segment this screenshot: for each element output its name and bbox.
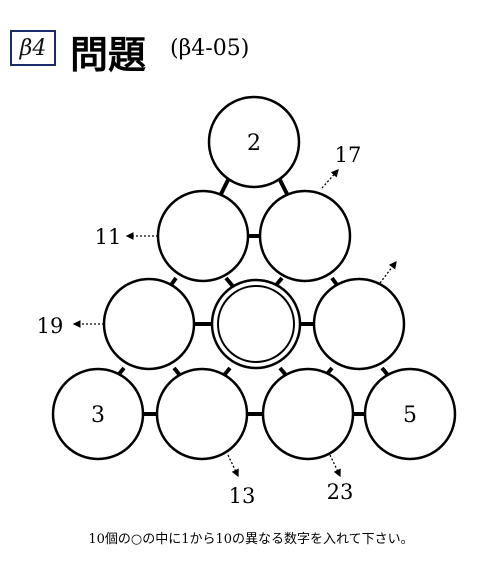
clue-19: 19 [37,314,64,338]
clue-11: 11 [95,225,122,249]
arrow-23 [329,454,341,478]
circle-row2-right [258,189,352,283]
circle-row4-1 [51,367,145,461]
problem-code: (β4-05) [170,36,250,61]
circle-row2-left [156,189,250,283]
clue-numbers: 17 11 19 13 23 [37,143,362,508]
circle-value: 3 [91,403,105,428]
clue-23: 23 [327,480,354,504]
clue-13: 13 [229,484,256,508]
circle-values: 2 3 5 [91,131,417,428]
puzzle-diagram: 2 3 5 17 11 19 13 23 [37,95,457,508]
page-title: 問題 [70,33,147,77]
arrow-13 [227,454,239,478]
clue-arrows [72,169,397,478]
arrow-17 [321,169,339,189]
circle-row4-4 [363,367,457,461]
circle-value: 5 [403,403,417,428]
circle-row4-2 [155,367,249,461]
circle-row3-center-inner [217,285,295,363]
arrow-unlabeled [379,260,397,284]
circle-row3-left [102,277,196,371]
clue-17: 17 [335,143,362,167]
instruction-text: 10個の○の中に1から10の異なる数字を入れて下さい。 [88,532,414,547]
problem-badge: β4 [10,30,56,66]
circle-top [207,95,301,189]
circle-value: 2 [247,131,261,156]
circle-row4-3 [261,367,355,461]
circles [51,95,457,461]
circle-row3-right [312,277,406,371]
